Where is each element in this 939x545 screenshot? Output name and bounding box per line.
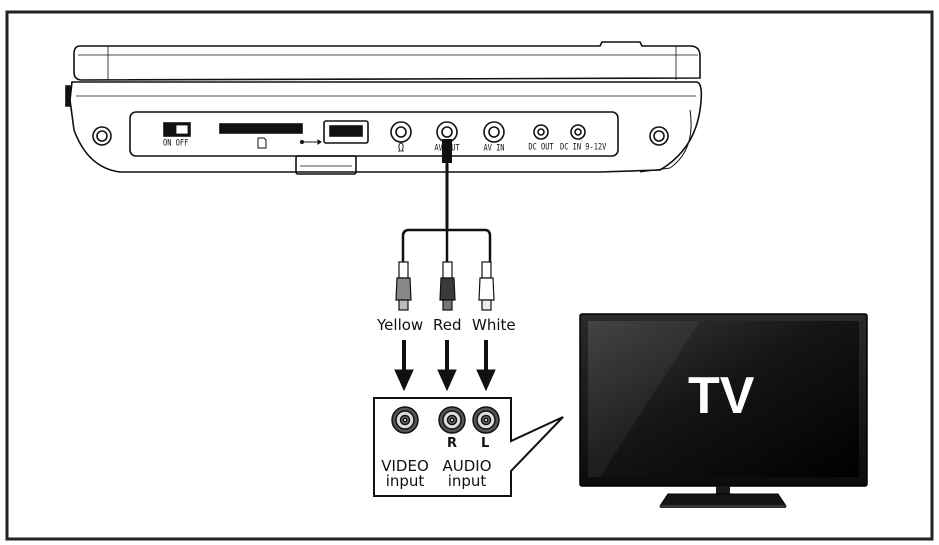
usb-icon bbox=[300, 139, 322, 145]
av-in-port-label: AV IN bbox=[483, 142, 505, 153]
video-input-label-line1: VIDEO bbox=[381, 457, 429, 475]
arrow-yellow bbox=[394, 340, 414, 392]
dc-out-port-label: DC OUT bbox=[528, 141, 554, 152]
outer-border bbox=[5, 10, 934, 541]
av-out-port-label: AV OUT bbox=[434, 142, 460, 153]
audio-input-label-line2: input bbox=[447, 472, 487, 490]
arrows bbox=[394, 340, 496, 392]
rca-plug-red bbox=[439, 261, 456, 311]
switch-label: ON OFF bbox=[163, 137, 189, 148]
arrow-white bbox=[476, 340, 496, 392]
input-callout-panel bbox=[373, 397, 564, 497]
audio-input-jack-left bbox=[472, 406, 500, 434]
av-cable bbox=[401, 139, 492, 262]
audio-input-jack-right bbox=[438, 406, 466, 434]
video-input-jack bbox=[391, 406, 419, 434]
plug-label-red: Red bbox=[433, 316, 462, 334]
rca-plug-white bbox=[478, 261, 495, 311]
headphone-port-label: Ω bbox=[397, 141, 405, 156]
rca-plug-yellow bbox=[395, 261, 412, 311]
tv-label: TV bbox=[688, 367, 755, 425]
power-switch-label: ON OFF bbox=[163, 138, 188, 149]
portable-dvd-player bbox=[65, 41, 703, 175]
channel-label-right: R bbox=[447, 436, 458, 451]
tv-screen bbox=[588, 321, 859, 477]
tv-stand bbox=[659, 493, 787, 507]
television bbox=[579, 313, 868, 508]
channel-label-left: L bbox=[481, 436, 490, 451]
arrow-red bbox=[437, 340, 457, 392]
plug-label-yellow: Yellow bbox=[377, 316, 424, 334]
dc-in-port-label: DC IN 9-12V bbox=[560, 141, 607, 152]
plug-label-white: White bbox=[472, 316, 516, 334]
video-input-label-line2: input bbox=[385, 472, 425, 490]
audio-input-label-line1: AUDIO bbox=[442, 457, 492, 475]
